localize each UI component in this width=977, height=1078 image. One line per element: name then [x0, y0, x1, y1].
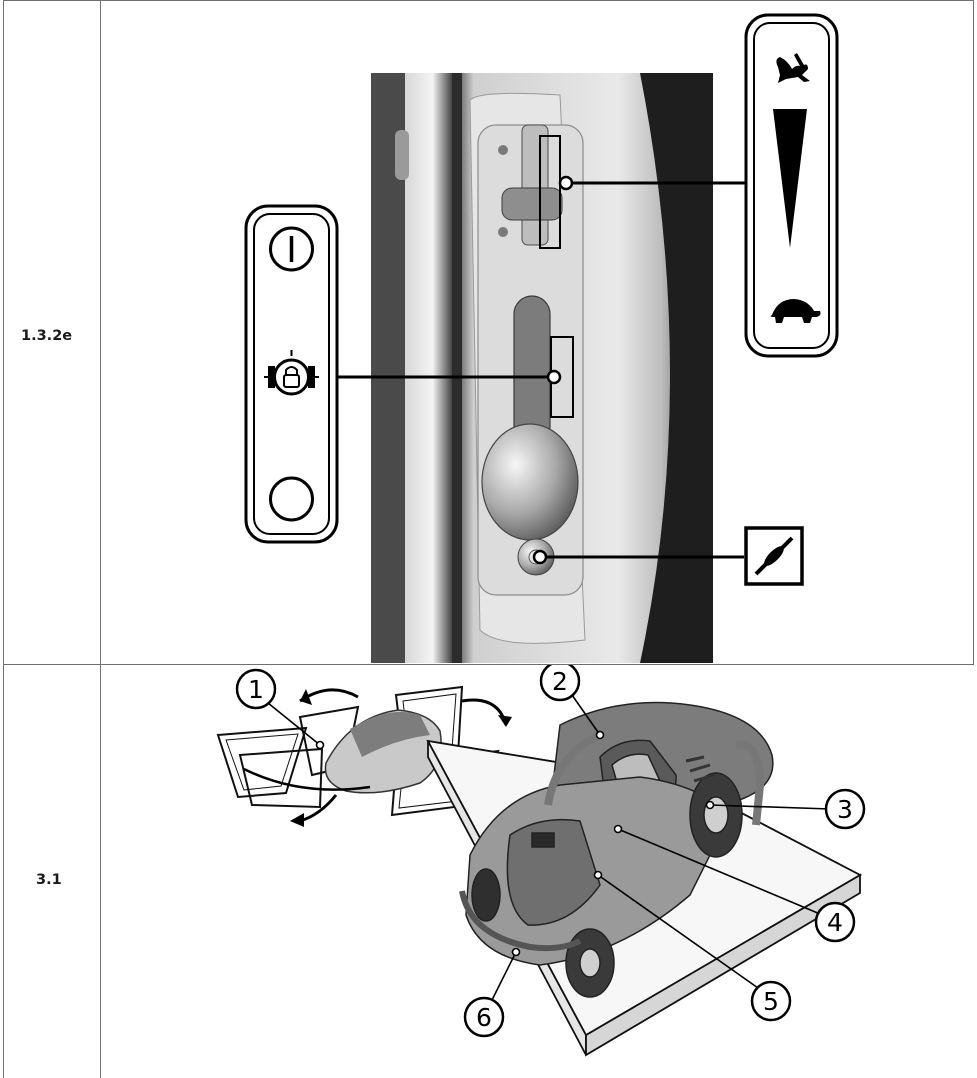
choke-icon: [754, 536, 794, 576]
row-label-1: 1.3.2e: [21, 328, 73, 344]
choke-panel: [744, 526, 804, 586]
table-left-border: [3, 0, 4, 1078]
callout-2: 2: [539, 665, 581, 702]
svg-text:6: 6: [476, 1003, 492, 1032]
svg-text:4: 4: [827, 908, 843, 937]
column-divider: [100, 0, 101, 1078]
parking-lock-icon: [264, 350, 319, 396]
ride-on-mower: [459, 701, 774, 998]
dashboard-render: [371, 73, 713, 663]
speed-wedge-icon: [773, 109, 807, 248]
svg-text:2: 2: [552, 667, 568, 696]
callout-4: 4: [814, 901, 856, 943]
off-icon: [269, 476, 314, 522]
brake-panel: [244, 204, 339, 544]
callout-6: 6: [463, 996, 505, 1038]
svg-text:1: 1: [248, 675, 264, 704]
table-right-border: [973, 0, 974, 664]
rabbit-icon: [776, 53, 810, 83]
callout-5: 5: [750, 980, 792, 1022]
speed-panel: [744, 13, 839, 358]
row-divider: [3, 664, 974, 665]
turtle-icon: [770, 299, 821, 323]
control-panel-figure: [337, 73, 748, 663]
unpacking-figure: 1 2 3 4 5 6: [216, 665, 866, 1057]
manual-table: 1.3.2e 3.1: [3, 0, 974, 1078]
callout-3: 3: [824, 788, 866, 830]
svg-text:5: 5: [763, 987, 779, 1016]
row-label-2: 3.1: [36, 872, 62, 888]
svg-text:3: 3: [837, 795, 853, 824]
table-top-border: [3, 0, 974, 1]
on-icon: [269, 226, 314, 272]
callout-1: 1: [235, 668, 277, 710]
